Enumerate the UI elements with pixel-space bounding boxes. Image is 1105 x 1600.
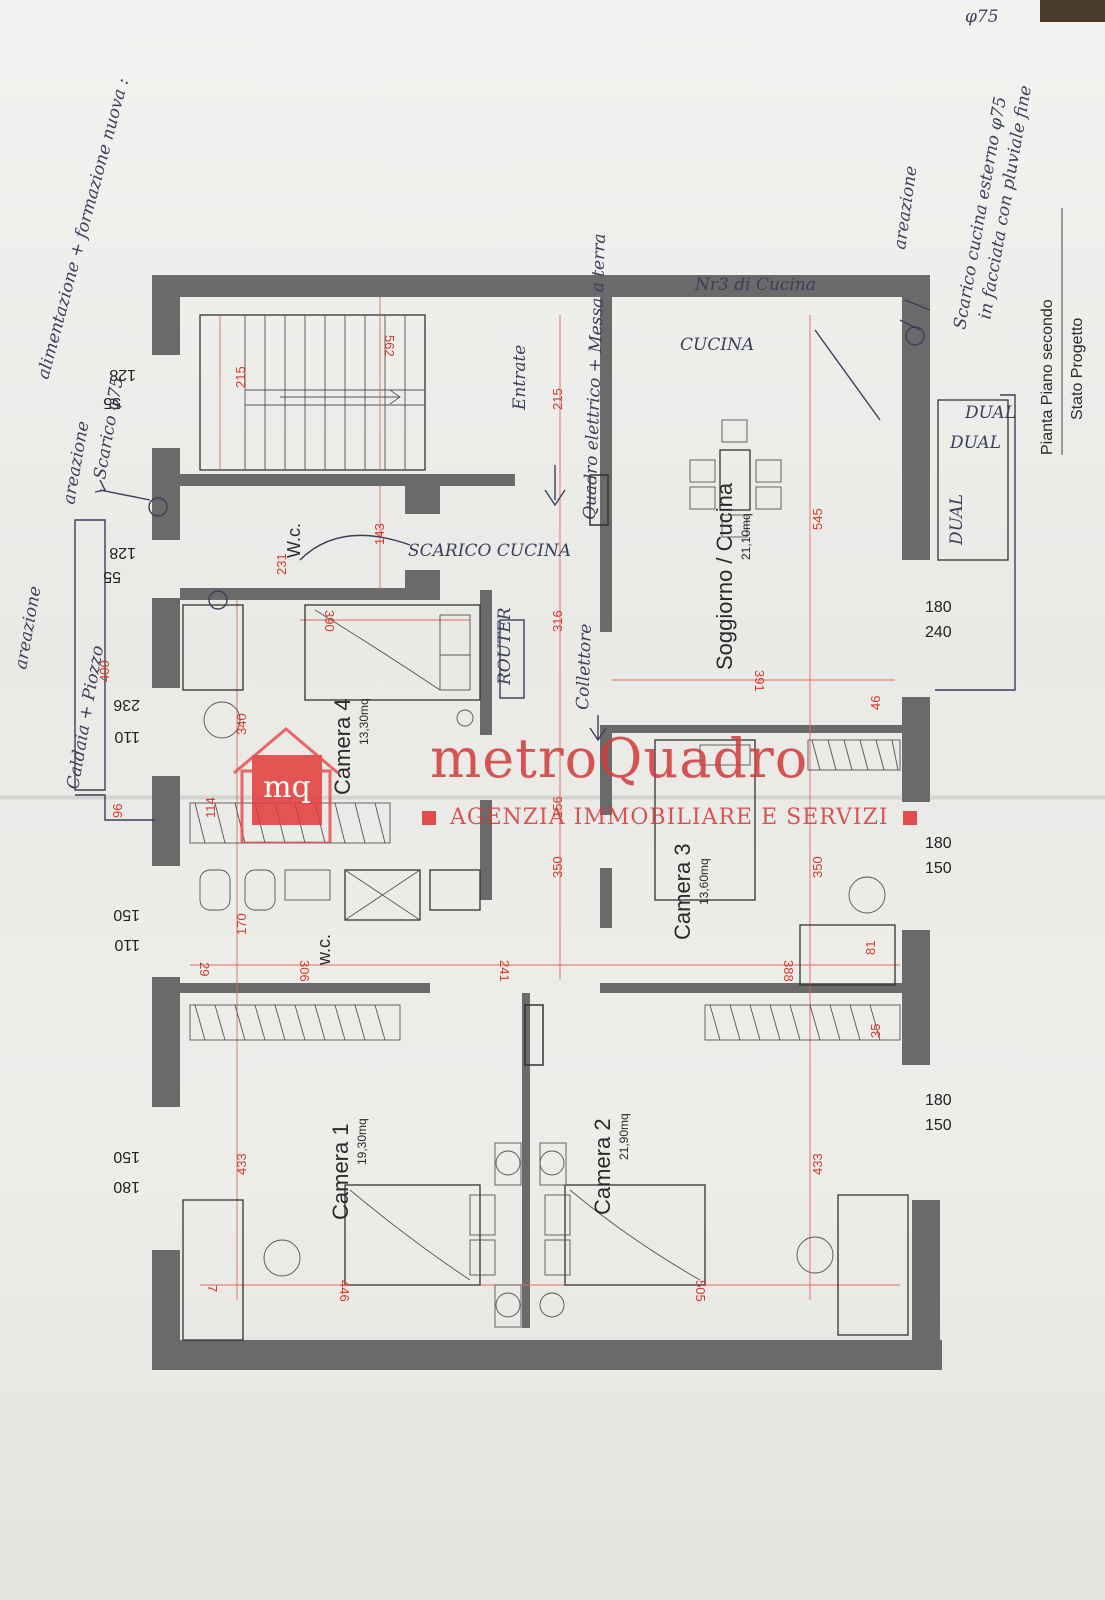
room-name-camera-4: Camera 4 bbox=[330, 698, 355, 795]
window-size: 110 bbox=[114, 936, 140, 953]
sheet-title-line2: Stato Progetto bbox=[1069, 318, 1086, 420]
dim-390: 390 bbox=[322, 610, 337, 632]
dim-446: 446 bbox=[337, 1280, 352, 1302]
dimension-labels: 562 215 215 143 231 390 316 391 545 46 4… bbox=[97, 335, 883, 1302]
window-size: 110 bbox=[114, 728, 140, 745]
dim-96: 96 bbox=[110, 804, 125, 818]
room-name-wc-1: W.c. bbox=[284, 523, 304, 558]
window-sizes-left: 55 128 55 128 110 236 110 150 180 150 bbox=[103, 366, 140, 1195]
note-entrate: Entrate bbox=[510, 345, 530, 411]
note-scarico-cucina-1: SCARICO CUCINA bbox=[408, 541, 571, 561]
dim-170: 170 bbox=[234, 913, 249, 935]
window-size: 55 bbox=[103, 394, 121, 411]
note-scarico-75: Scarico φ75 bbox=[90, 375, 128, 480]
dim-114: 114 bbox=[203, 797, 218, 818]
note-dual-2: DUAL bbox=[949, 433, 1001, 453]
window-size: 150 bbox=[925, 860, 952, 877]
window-size: 55 bbox=[103, 568, 121, 585]
dim-215: 215 bbox=[233, 366, 248, 388]
dim-46: 46 bbox=[868, 696, 883, 710]
agency-watermark: mq metroQuadro AGENZIA IMMOBILIARE E SER… bbox=[230, 715, 917, 855]
window-size: 236 bbox=[113, 696, 140, 713]
dim-391: 391 bbox=[752, 670, 767, 692]
dim-81: 81 bbox=[863, 941, 878, 955]
brand-name: metroQuadro bbox=[430, 727, 809, 790]
dim-433: 433 bbox=[810, 1153, 825, 1175]
dimension-lines bbox=[190, 297, 900, 1300]
note-areazione: areazione bbox=[11, 585, 45, 671]
note-dual-1: DUAL bbox=[964, 403, 1016, 423]
window-size: 128 bbox=[109, 366, 136, 383]
note-top-left: alimentazione + formazione nuova : bbox=[34, 76, 134, 381]
window-size: 180 bbox=[925, 1092, 952, 1109]
note-caldaia: Caldaia + Piozzo bbox=[63, 644, 108, 791]
room-name-wc-2: w.c. bbox=[314, 934, 334, 966]
window-size: 150 bbox=[925, 1117, 952, 1134]
window-size: 180 bbox=[113, 1178, 140, 1195]
note-dual-3: DUAL bbox=[947, 494, 967, 546]
room-area-camera-2: 21,90mq bbox=[617, 1113, 631, 1160]
room-name-soggiorno: Soggiorno / Cucina bbox=[712, 482, 737, 670]
dim-7: 7 bbox=[205, 1285, 220, 1292]
dim-400: 400 bbox=[97, 660, 112, 682]
dim-143: 143 bbox=[372, 523, 387, 545]
room-area-camera-1: 19,30mq bbox=[355, 1118, 369, 1165]
note-phi75: φ75 bbox=[965, 7, 999, 27]
sheet-title-block: Pianta Piano secondo Stato Progetto bbox=[1039, 208, 1086, 455]
dim-388: 388 bbox=[781, 960, 796, 982]
dim-241: 241 bbox=[497, 960, 512, 982]
dim-340: 340 bbox=[234, 713, 249, 735]
dim-316: 316 bbox=[550, 610, 565, 632]
sheet-title-line1: Pianta Piano secondo bbox=[1039, 299, 1056, 455]
room-name-camera-3: Camera 3 bbox=[670, 843, 695, 940]
dim-35: 35 bbox=[868, 1024, 883, 1038]
pen-marks bbox=[74, 299, 1016, 821]
dim-215: 215 bbox=[550, 388, 565, 410]
dim-231: 231 bbox=[274, 553, 289, 575]
dim-562: 562 bbox=[382, 335, 397, 357]
note-cucina: CUCINA bbox=[680, 335, 754, 355]
red-square-icon bbox=[422, 811, 436, 825]
window-size: 150 bbox=[113, 1148, 140, 1165]
room-name-camera-2: Camera 2 bbox=[590, 1118, 615, 1215]
window-size: 180 bbox=[925, 835, 952, 852]
window-size: 180 bbox=[925, 599, 952, 616]
room-area-camera-3: 13,60mq bbox=[697, 858, 711, 905]
room-name-camera-1: Camera 1 bbox=[328, 1123, 353, 1220]
window-size: 150 bbox=[113, 906, 140, 923]
room-area-soggiorno: 21,10mq bbox=[739, 513, 753, 560]
red-square-icon bbox=[902, 811, 917, 825]
dim-29: 29 bbox=[197, 962, 212, 976]
room-labels: Soggiorno / Cucina 21,10mq Camera 4 13,3… bbox=[284, 482, 753, 1220]
dim-350: 350 bbox=[810, 856, 825, 878]
logo-mq: mq bbox=[252, 755, 322, 825]
dim-433: 433 bbox=[234, 1153, 249, 1175]
dim-306: 306 bbox=[297, 960, 312, 982]
note-router: ROUTER bbox=[495, 607, 515, 686]
interior-walls bbox=[180, 297, 902, 1328]
staircase bbox=[199, 314, 426, 471]
background-corner bbox=[1040, 0, 1105, 22]
dim-505: 505 bbox=[693, 1280, 708, 1302]
window-size: 240 bbox=[925, 624, 952, 641]
outer-walls bbox=[152, 275, 942, 1370]
note-nr3-cucina: Nr3 di Cucina bbox=[694, 275, 816, 295]
window-sizes-right: 180 240 180 150 180 150 bbox=[925, 599, 952, 1134]
room-area-camera-4: 13,30mq bbox=[357, 698, 371, 745]
brand-subtitle-row: AGENZIA IMMOBILIARE E SERVIZI bbox=[408, 805, 931, 830]
paper-fold bbox=[0, 795, 1105, 801]
dim-545: 545 bbox=[810, 508, 825, 530]
note-collettore: Collettore bbox=[573, 623, 596, 710]
window-size: 128 bbox=[109, 544, 136, 561]
brand-subtitle: AGENZIA IMMOBILIARE E SERVIZI bbox=[450, 805, 889, 830]
note-areazione-right: areazione bbox=[890, 165, 922, 251]
note-areazione-left: areazione bbox=[59, 420, 93, 506]
dim-156: 156 bbox=[550, 796, 565, 818]
dim-350: 350 bbox=[550, 856, 565, 878]
